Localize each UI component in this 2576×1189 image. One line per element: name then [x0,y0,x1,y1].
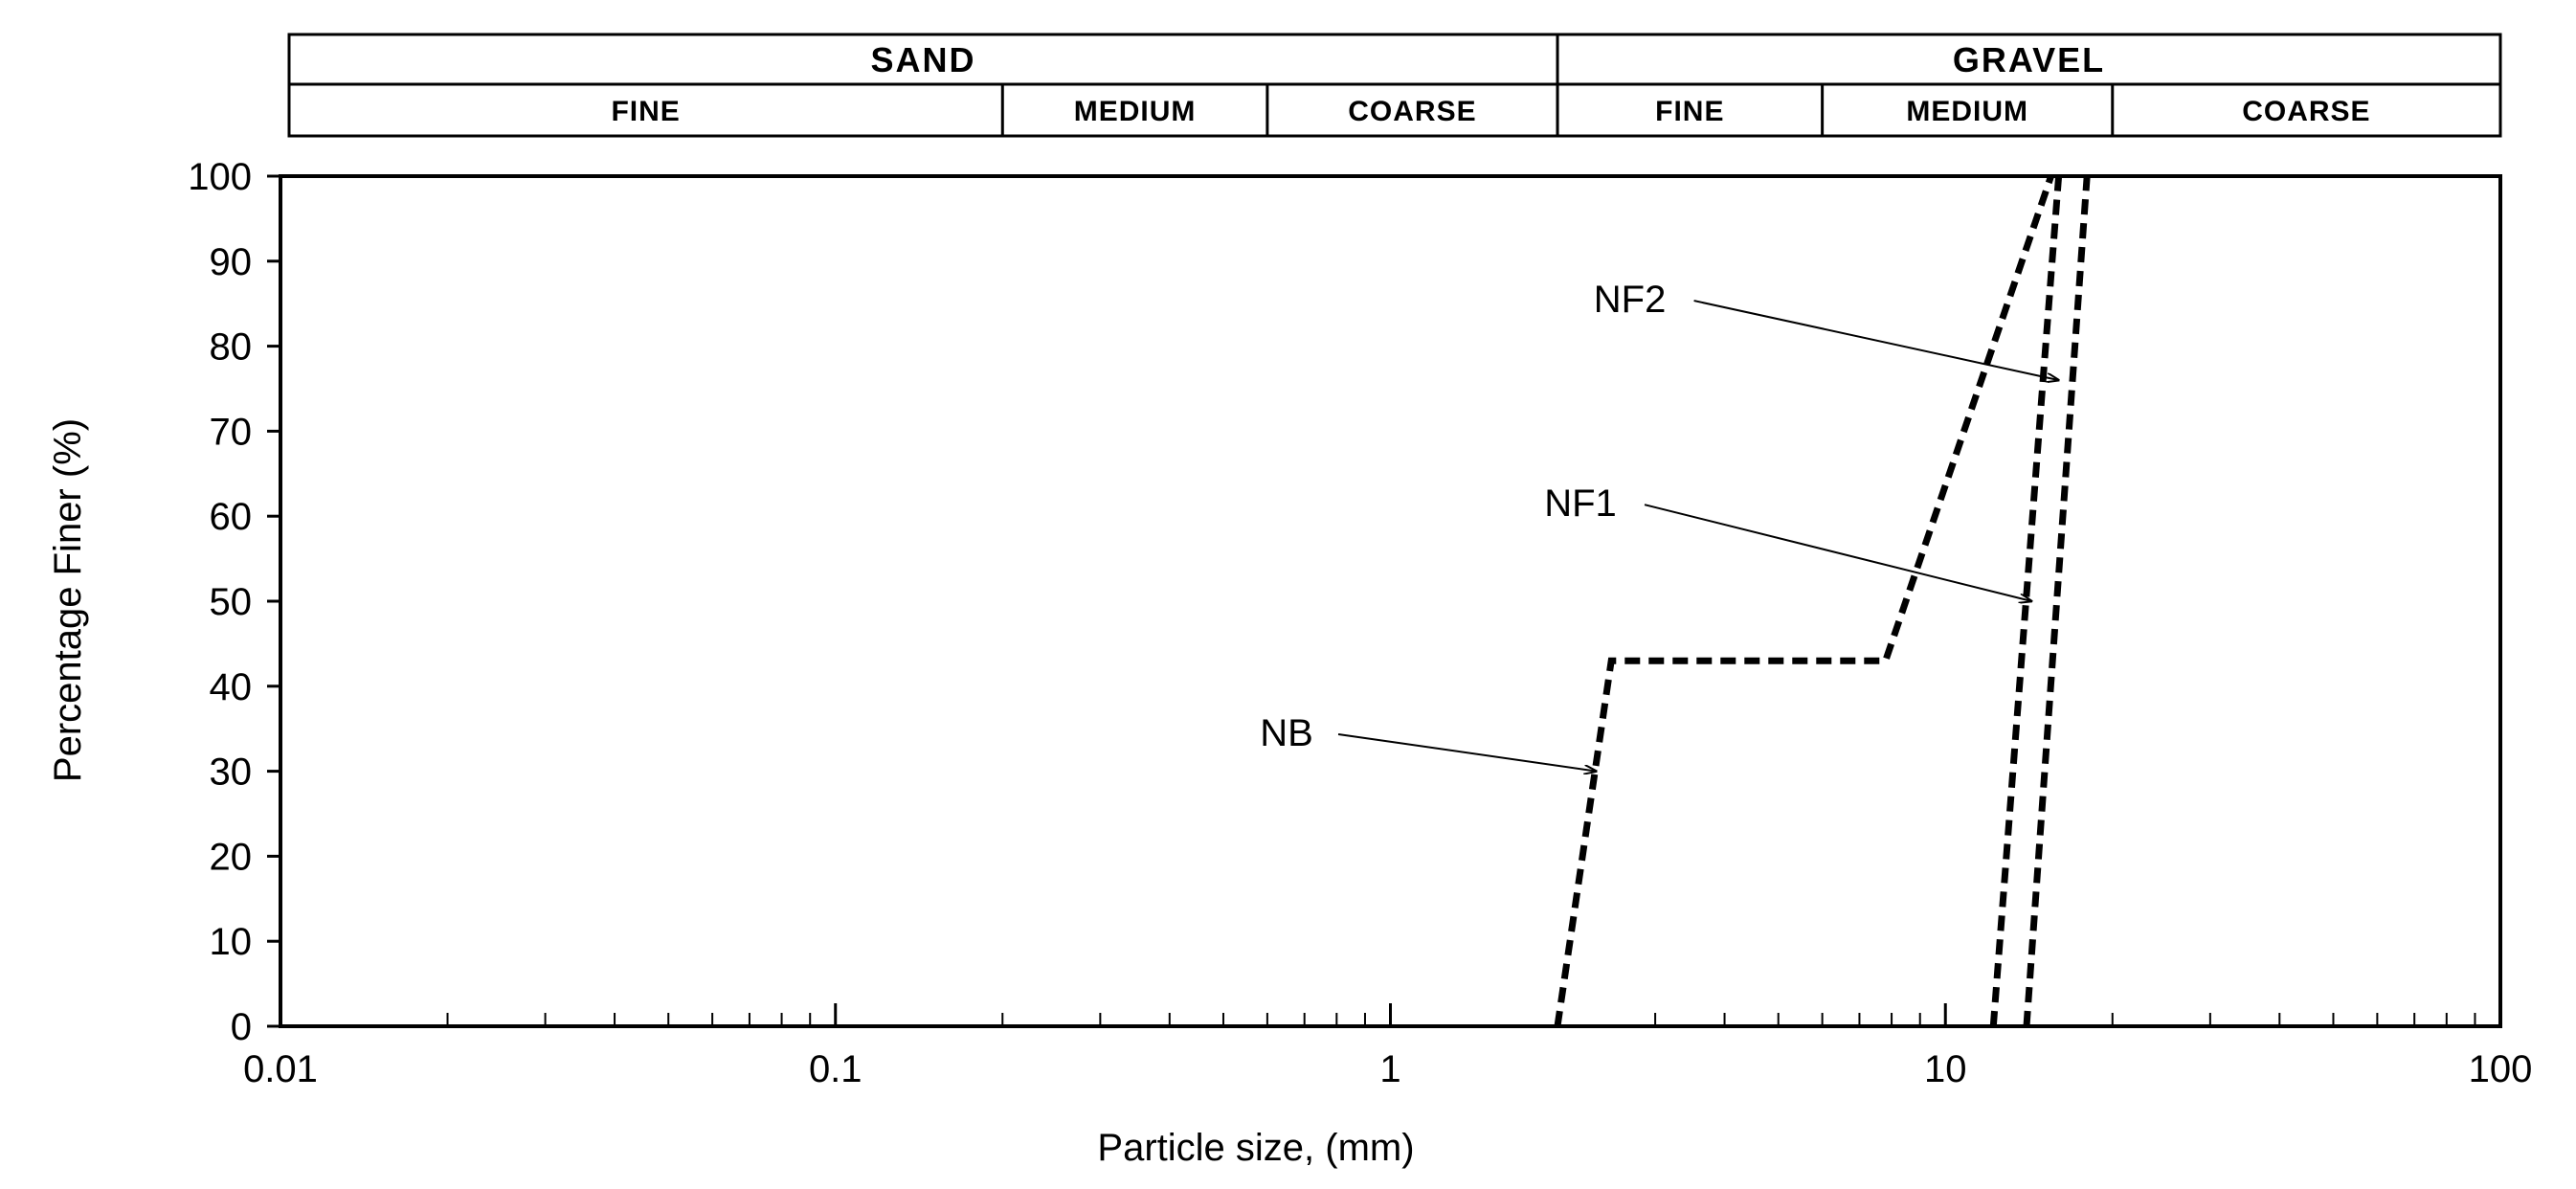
band-sub-fine: FINE [611,96,680,127]
series-line-nb [1554,174,2054,1027]
x-axis-title: Particle size, (mm) [1097,1127,1414,1169]
series-label-nb: NB [1260,712,1313,754]
series-annotations: NB NF1 NF2 [1260,279,2058,772]
series-label-nf2: NF2 [1594,279,1667,321]
band-sub-coarse: COARSE [1348,96,1476,127]
x-tick-label: 1 [1379,1048,1400,1090]
y-tick-label: 20 [210,836,253,878]
annotation-arrow-nf2 [1693,300,2059,380]
y-tick-label: 0 [231,1006,252,1048]
series-label-nf1: NF1 [1544,482,1617,525]
y-tick-label: 80 [210,326,253,369]
x-tick-label: 0.1 [809,1048,862,1090]
band-sub-coarse: COARSE [2242,96,2370,127]
plot-frame [279,174,2502,1028]
y-tick-label: 30 [210,752,253,794]
y-tick-label: 100 [188,156,252,198]
series-line-nf1 [1989,175,2063,1027]
y-axis-title: Percentage Finer (%) [47,418,89,782]
x-tick-label: 0.01 [243,1048,318,1090]
band-sub-medium: MEDIUM [1074,96,1197,127]
series-lines [1554,174,2091,1027]
y-tick-label: 10 [210,921,253,963]
band-sub-fine: FINE [1655,96,1724,127]
band-sub-medium: MEDIUM [1906,96,2028,127]
y-tick-label: 90 [210,241,253,283]
series-line-nf2 [2023,175,2091,1027]
x-tick-label: 10 [1924,1048,1967,1090]
axes: 0 10 20 30 40 50 60 70 80 90 100 0.01 0.1 1 10 100 [188,156,2532,1090]
band-sand: SAND [871,40,976,79]
classification-bands: SAND GRAVEL FINE MEDIUM COARSE FINE MEDIUM COAR… [287,33,2502,138]
y-tick-label: 50 [210,581,253,623]
annotation-arrow-nf1 [1644,504,2031,601]
y-tick-label: 40 [210,666,253,708]
x-tick-label: 100 [2469,1048,2533,1090]
annotation-arrow-nb [1337,732,1597,772]
y-tick-label: 70 [210,411,253,453]
y-tick-label: 60 [210,496,253,538]
band-gravel: GRAVEL [1953,40,2105,79]
